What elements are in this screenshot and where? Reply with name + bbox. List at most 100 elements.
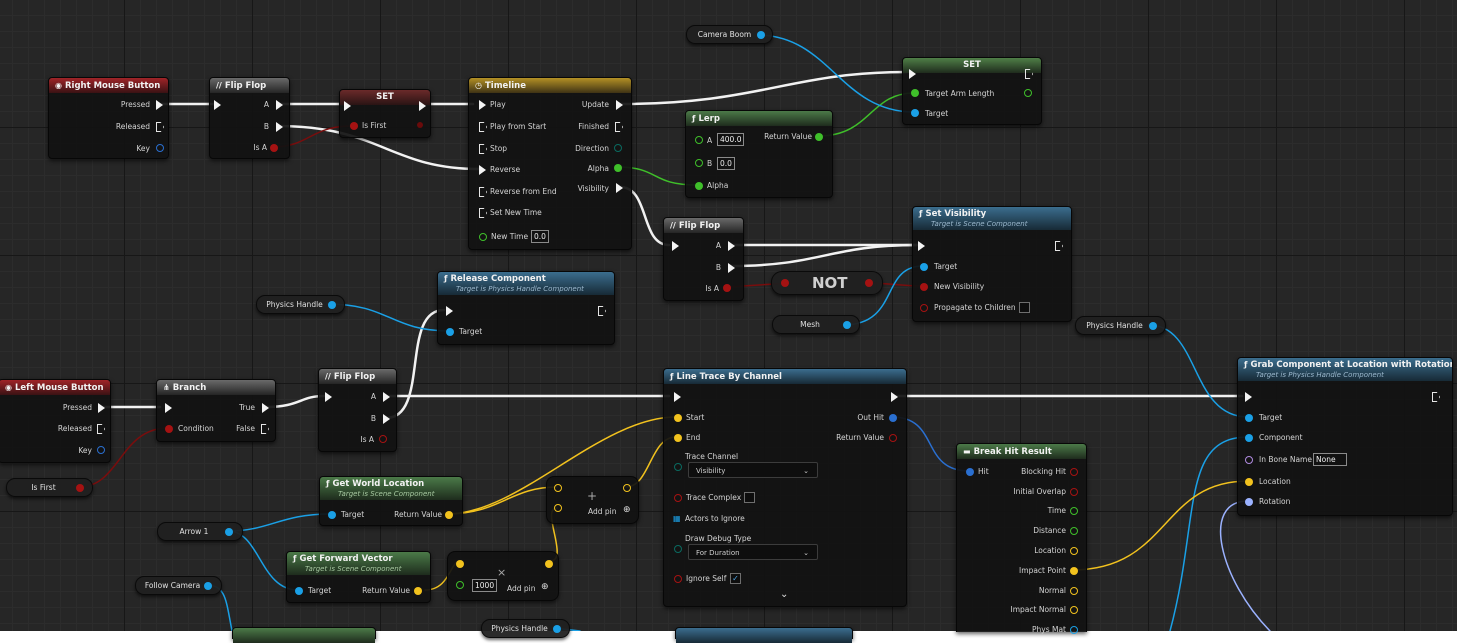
play-exec-pin[interactable] xyxy=(479,100,486,110)
exec-in-pin[interactable] xyxy=(909,69,916,79)
target-arm-length-out-pin[interactable] xyxy=(1024,89,1032,97)
set-is-first-node[interactable]: SET Is First xyxy=(339,89,431,138)
array-icon[interactable]: ▦ xyxy=(673,514,681,523)
multiplier-pin[interactable] xyxy=(456,581,464,589)
true-exec-pin[interactable] xyxy=(262,403,269,413)
hit-pin[interactable] xyxy=(966,468,974,476)
flip-flop-node-2[interactable]: //Flip Flop A B Is A xyxy=(663,217,744,301)
b-value-input[interactable]: 0.0 xyxy=(717,157,735,170)
exec-in-pin[interactable] xyxy=(672,241,679,251)
phys-mat-pin[interactable] xyxy=(1070,626,1078,634)
exec-out-pin[interactable] xyxy=(598,306,606,316)
draw-debug-pin[interactable] xyxy=(674,545,682,553)
is-first-pin[interactable] xyxy=(76,484,84,492)
distance-pin[interactable] xyxy=(1070,527,1078,535)
finished-exec-pin[interactable] xyxy=(615,122,623,132)
update-exec-pin[interactable] xyxy=(616,100,623,110)
is-first-variable[interactable]: Is First xyxy=(6,478,93,497)
physics-handle-pin[interactable] xyxy=(553,625,561,633)
key-pin[interactable] xyxy=(156,144,164,152)
multiplier-input[interactable]: 1000 xyxy=(472,579,498,592)
exec-in-pin[interactable] xyxy=(165,403,172,413)
vector-add-node[interactable]: + Add pin ⊕ xyxy=(546,476,639,524)
location-pin[interactable] xyxy=(1245,478,1253,486)
arrow-1-variable[interactable]: Arrow 1 xyxy=(157,522,243,541)
exec-out-pin[interactable] xyxy=(1055,241,1063,251)
follow-camera-variable[interactable]: Follow Camera xyxy=(135,576,222,595)
released-exec-pin[interactable] xyxy=(156,122,164,132)
target-pin[interactable] xyxy=(295,587,303,595)
set-new-time-exec-pin[interactable] xyxy=(479,208,487,218)
exec-in-pin[interactable] xyxy=(344,101,351,111)
trace-channel-pin[interactable] xyxy=(674,463,682,471)
expand-chevron-icon[interactable]: ⌄ xyxy=(780,589,789,600)
mesh-pin[interactable] xyxy=(843,321,851,329)
is-a-pin[interactable] xyxy=(379,435,387,443)
follow-camera-pin[interactable] xyxy=(204,582,212,590)
camera-boom-pin[interactable] xyxy=(757,31,765,39)
trace-complex-checkbox[interactable] xyxy=(744,492,755,503)
target-pin[interactable] xyxy=(328,511,336,519)
exec-in-pin[interactable] xyxy=(674,392,681,402)
left-mouse-button-event-node[interactable]: ◉Left Mouse Button Pressed Released Key xyxy=(0,379,111,463)
a-exec-pin[interactable] xyxy=(728,241,735,251)
exec-out-pin[interactable] xyxy=(891,392,898,402)
start-pin[interactable] xyxy=(674,414,682,422)
return-value-pin[interactable] xyxy=(815,133,823,141)
alpha-pin[interactable] xyxy=(614,164,622,172)
trace-channel-dropdown[interactable]: Visibility⌄ xyxy=(688,462,818,478)
location-pin[interactable] xyxy=(1070,547,1078,555)
b-pin[interactable] xyxy=(554,504,562,512)
exec-out-pin[interactable] xyxy=(1432,392,1440,402)
target-arm-length-pin[interactable] xyxy=(911,89,919,97)
arrow-pin[interactable] xyxy=(225,528,233,536)
b-exec-pin[interactable] xyxy=(276,122,283,132)
is-first-pin[interactable] xyxy=(350,122,358,130)
in-bone-name-pin[interactable] xyxy=(1245,456,1253,464)
offscreen-green-node[interactable] xyxy=(232,627,376,643)
b-exec-pin[interactable] xyxy=(383,414,390,424)
pressed-exec-pin[interactable] xyxy=(98,403,105,413)
play-from-start-exec-pin[interactable] xyxy=(479,122,487,132)
ignore-self-pin[interactable] xyxy=(674,575,682,583)
reverse-from-end-exec-pin[interactable] xyxy=(479,187,487,197)
break-hit-result-node[interactable]: ▬Break Hit Result Hit Blocking Hit Initi… xyxy=(956,443,1087,634)
physics-handle-pin[interactable] xyxy=(1149,322,1157,330)
visibility-exec-pin[interactable] xyxy=(616,183,623,193)
physics-handle-variable-3[interactable]: Physics Handle xyxy=(481,619,570,638)
ignore-self-checkbox[interactable]: ✓ xyxy=(730,573,741,584)
exec-out-pin[interactable] xyxy=(1025,69,1033,79)
is-first-out-pin[interactable] xyxy=(417,122,423,128)
exec-out-pin[interactable] xyxy=(419,101,426,111)
add-pin-icon[interactable]: ⊕ xyxy=(541,582,549,592)
add-pin-icon[interactable]: ⊕ xyxy=(623,505,631,515)
not-input-pin[interactable] xyxy=(781,279,789,287)
target-pin[interactable] xyxy=(911,109,919,117)
new-time-input[interactable]: 0.0 xyxy=(531,230,549,243)
target-pin[interactable] xyxy=(920,263,928,271)
exec-in-pin[interactable] xyxy=(325,392,332,402)
exec-in-pin[interactable] xyxy=(1245,392,1252,402)
false-exec-pin[interactable] xyxy=(261,424,269,434)
target-pin[interactable] xyxy=(1245,414,1253,422)
return-value-pin[interactable] xyxy=(445,511,453,519)
b-pin[interactable] xyxy=(695,159,703,167)
blocking-hit-pin[interactable] xyxy=(1070,468,1078,476)
pressed-exec-pin[interactable] xyxy=(156,100,163,110)
draw-debug-dropdown[interactable]: For Duration⌄ xyxy=(688,544,818,560)
target-pin[interactable] xyxy=(446,328,454,336)
a-pin[interactable] xyxy=(695,136,703,144)
exec-in-pin[interactable] xyxy=(446,306,453,316)
exec-in-pin[interactable] xyxy=(214,100,221,110)
new-time-pin[interactable] xyxy=(479,233,487,241)
normal-pin[interactable] xyxy=(1070,587,1078,595)
stop-exec-pin[interactable] xyxy=(479,144,487,154)
out-hit-pin[interactable] xyxy=(889,414,897,422)
a-exec-pin[interactable] xyxy=(276,100,283,110)
is-a-pin[interactable] xyxy=(270,144,278,152)
